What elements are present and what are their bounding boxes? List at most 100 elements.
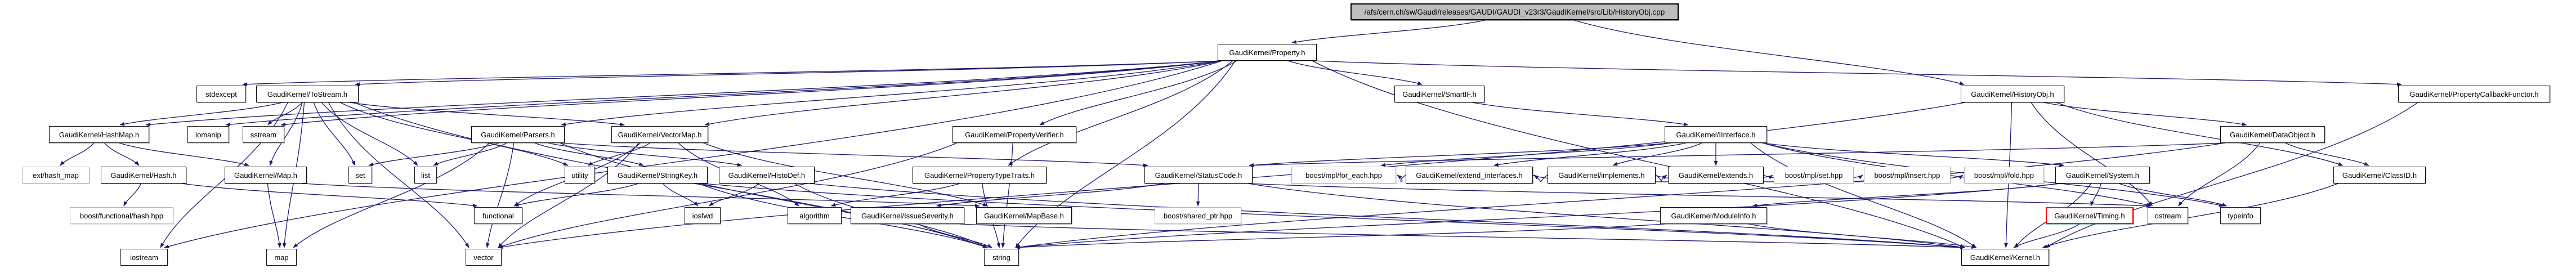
graph-node-sharedptr: boost/shared_ptr.hpp — [1155, 207, 1241, 224]
include-edge-vectormap-to-vector — [498, 142, 639, 248]
graph-node-hash[interactable]: GaudiKernel/Hash.h — [101, 167, 186, 184]
include-edge-system-to-typeinfo — [2119, 183, 2228, 207]
graph-node-typeinfo: typeinfo — [2220, 207, 2261, 224]
graph-node-pcf[interactable]: GaudiKernel/PropertyCallbackFunctor.h — [2398, 86, 2550, 102]
graph-node-stdexcept: stdexcept — [196, 86, 246, 102]
graph-node-moduleinfo[interactable]: GaudiKernel/ModuleInfo.h — [1660, 207, 1767, 224]
include-edge-issueseverity-to-string — [918, 223, 992, 248]
graph-node-map: map — [266, 249, 297, 266]
include-edge-parsers-to-statuscode — [560, 142, 1148, 167]
graph-node-parsers[interactable]: GaudiKernel/Parsers.h — [471, 126, 565, 143]
include-edge-dataobject-to-string — [1015, 142, 2225, 249]
graph-node-stringkey[interactable]: GaudiKernel/StringKey.h — [607, 167, 708, 184]
graph-node-historyobj[interactable]: GaudiKernel/HistoryObj.h — [1961, 86, 2064, 102]
include-edge-implements-to-extint — [1533, 174, 1548, 182]
graph-node-implements[interactable]: GaudiKernel/implements.h — [1548, 167, 1656, 184]
graph-node-iomanip: iomanip — [187, 126, 229, 143]
include-edge-system-to-moduleinfo — [1752, 183, 2060, 208]
include-edge-extint-to-foreach — [1397, 174, 1406, 182]
include-edge-property-to-stdexcept — [242, 60, 1223, 87]
graph-node-iosfwd: iosfwd — [685, 207, 721, 224]
include-edge-vectormap-to-mapbase — [703, 142, 988, 207]
include-edge-hashmap-to-hash — [104, 142, 140, 166]
include-edge-vectormap-to-utility — [587, 142, 651, 166]
graph-node-timing[interactable]: GaudiKernel/Timing.h — [2046, 207, 2134, 224]
graph-node-mapbase[interactable]: GaudiKernel/MapBase.h — [976, 207, 1072, 224]
include-edge-dataobject-to-statuscode — [1249, 142, 2225, 168]
graph-node-statuscode[interactable]: GaudiKernel/StatusCode.h — [1144, 167, 1253, 184]
graph-node-iinterface[interactable]: GaudiKernel/IInterface.h — [1665, 126, 1767, 143]
graph-node-vector: vector — [466, 249, 502, 266]
graph-node-smartif[interactable]: GaudiKernel/SmartIF.h — [1394, 86, 1484, 102]
include-edge-hashmap-to-exthashmap — [60, 142, 95, 166]
include-edge-tostream-to-set — [313, 102, 356, 166]
include-edge-hash-to-functional — [181, 183, 478, 208]
include-edge-historyobj-to-classid — [2056, 102, 2344, 166]
include-edge-histodef-to-iosfwd — [708, 183, 759, 207]
include-edge-system-to-string — [1015, 183, 2060, 249]
include-edge-propverifier-to-string — [1001, 142, 1013, 248]
include-edge-tostream-to-hashmap — [119, 102, 283, 126]
graph-node-ptt[interactable]: GaudiKernel/PropertyTypeTraits.h — [913, 167, 1046, 184]
include-edge-property-to-propverifier — [1039, 60, 1237, 126]
include-edge-parsers-to-vector — [486, 142, 515, 248]
graph-node-kernel[interactable]: GaudiKernel/Kernel.h — [1961, 249, 2049, 266]
include-edge-statuscode-to-ostream — [1247, 183, 2152, 208]
graph-node-propverifier[interactable]: GaudiKernel/PropertyVerifier.h — [952, 126, 1076, 143]
graph-node-extends[interactable]: GaudiKernel/extends.h — [1668, 167, 1764, 184]
include-edge-stringkey-to-iosfwd — [663, 183, 699, 207]
include-edge-ptt-to-algorithm — [830, 183, 960, 207]
include-edge-statuscode-to-kernel — [1247, 183, 1965, 249]
graph-node-issueseverity[interactable]: GaudiKernel/IssueSeverity.h — [851, 207, 964, 224]
include-edge-maph-to-mapbase — [302, 183, 980, 208]
include-edge-maph-to-map — [267, 183, 281, 248]
include-edge-moduleinfo-to-string — [1015, 223, 1665, 249]
include-edge-tostream-to-list — [321, 102, 418, 166]
graph-node-setpp: boost/mpl/set.hpp — [1774, 167, 1854, 184]
include-edge-histodef-to-kernel — [810, 183, 1965, 249]
graph-node-tostream[interactable]: GaudiKernel/ToStream.h — [256, 86, 359, 102]
include-edge-property-to-ptt — [1008, 60, 1233, 166]
graph-node-system[interactable]: GaudiKernel/System.h — [2055, 167, 2150, 184]
include-edge-parsers-to-histodef — [547, 142, 743, 167]
graph-node-hashmap[interactable]: GaudiKernel/HashMap.h — [49, 126, 149, 143]
include-edge-parsers-to-map — [293, 142, 490, 248]
graph-node-cpp: /afs/cern.ch/sw/Gaudi/releases/GAUDI/GAU… — [1350, 3, 1679, 20]
include-edge-stringkey-to-kernel — [703, 183, 1965, 249]
graph-node-foreach: boost/mpl/for_each.hpp — [1291, 167, 1396, 184]
graph-node-maph[interactable]: GaudiKernel/Map.h — [225, 167, 307, 184]
include-edge-property-to-sstream — [280, 60, 1223, 127]
graph-node-classid[interactable]: GaudiKernel/ClassID.h — [2333, 167, 2426, 184]
graph-node-histodef[interactable]: GaudiKernel/HistoDef.h — [719, 167, 815, 184]
include-edge-property-to-pcf — [1312, 60, 2402, 87]
include-edge-parsers-to-stringkey — [534, 142, 644, 166]
graph-node-boosthash: boost/functional/hash.hpp — [70, 207, 173, 224]
include-edge-property-to-iostream — [164, 60, 1223, 249]
include-edge-stringkey-to-functional — [513, 183, 639, 207]
include-edge-tostream-to-sstream — [267, 102, 303, 126]
include-edge-dataobject-to-classid — [2285, 142, 2369, 166]
include-edge-property-to-parsers — [561, 60, 1223, 127]
include-edge-iinterface-to-kernel — [1750, 142, 1977, 248]
include-edge-tostream-to-utility — [339, 102, 569, 166]
include-edge-iinterface-to-system — [1762, 142, 2064, 167]
graph-node-algorithm: algorithm — [788, 207, 842, 224]
include-edge-tostream-to-maph — [269, 102, 303, 166]
include-edge-propverifier-to-vector — [498, 142, 958, 248]
graph-node-property[interactable]: GaudiKernel/Property.h — [1218, 44, 1317, 61]
include-edge-hash-to-boosthash — [123, 183, 141, 207]
include-edge-tostream-to-vector — [328, 102, 469, 248]
include-edge-stringkey-to-string — [699, 183, 988, 248]
include-edge-statuscode-to-issueseverity — [936, 183, 1164, 208]
include-edge-iinterface-to-statuscode — [1249, 142, 1670, 167]
graph-node-vectormap[interactable]: GaudiKernel/VectorMap.h — [611, 126, 708, 143]
graph-node-dataobject[interactable]: GaudiKernel/DataObject.h — [2220, 126, 2325, 143]
graph-node-foldpp: boost/mpl/fold.hpp — [1964, 167, 2044, 184]
include-edge-historyobj-to-dataobject — [2043, 102, 2247, 126]
graph-node-insertpp: boost/mpl/insert.hpp — [1864, 167, 1951, 184]
graph-node-set: set — [348, 167, 372, 184]
graph-node-extint[interactable]: GaudiKernel/extend_interfaces.h — [1406, 167, 1533, 184]
include-edge-property-to-tostream — [355, 60, 1223, 87]
